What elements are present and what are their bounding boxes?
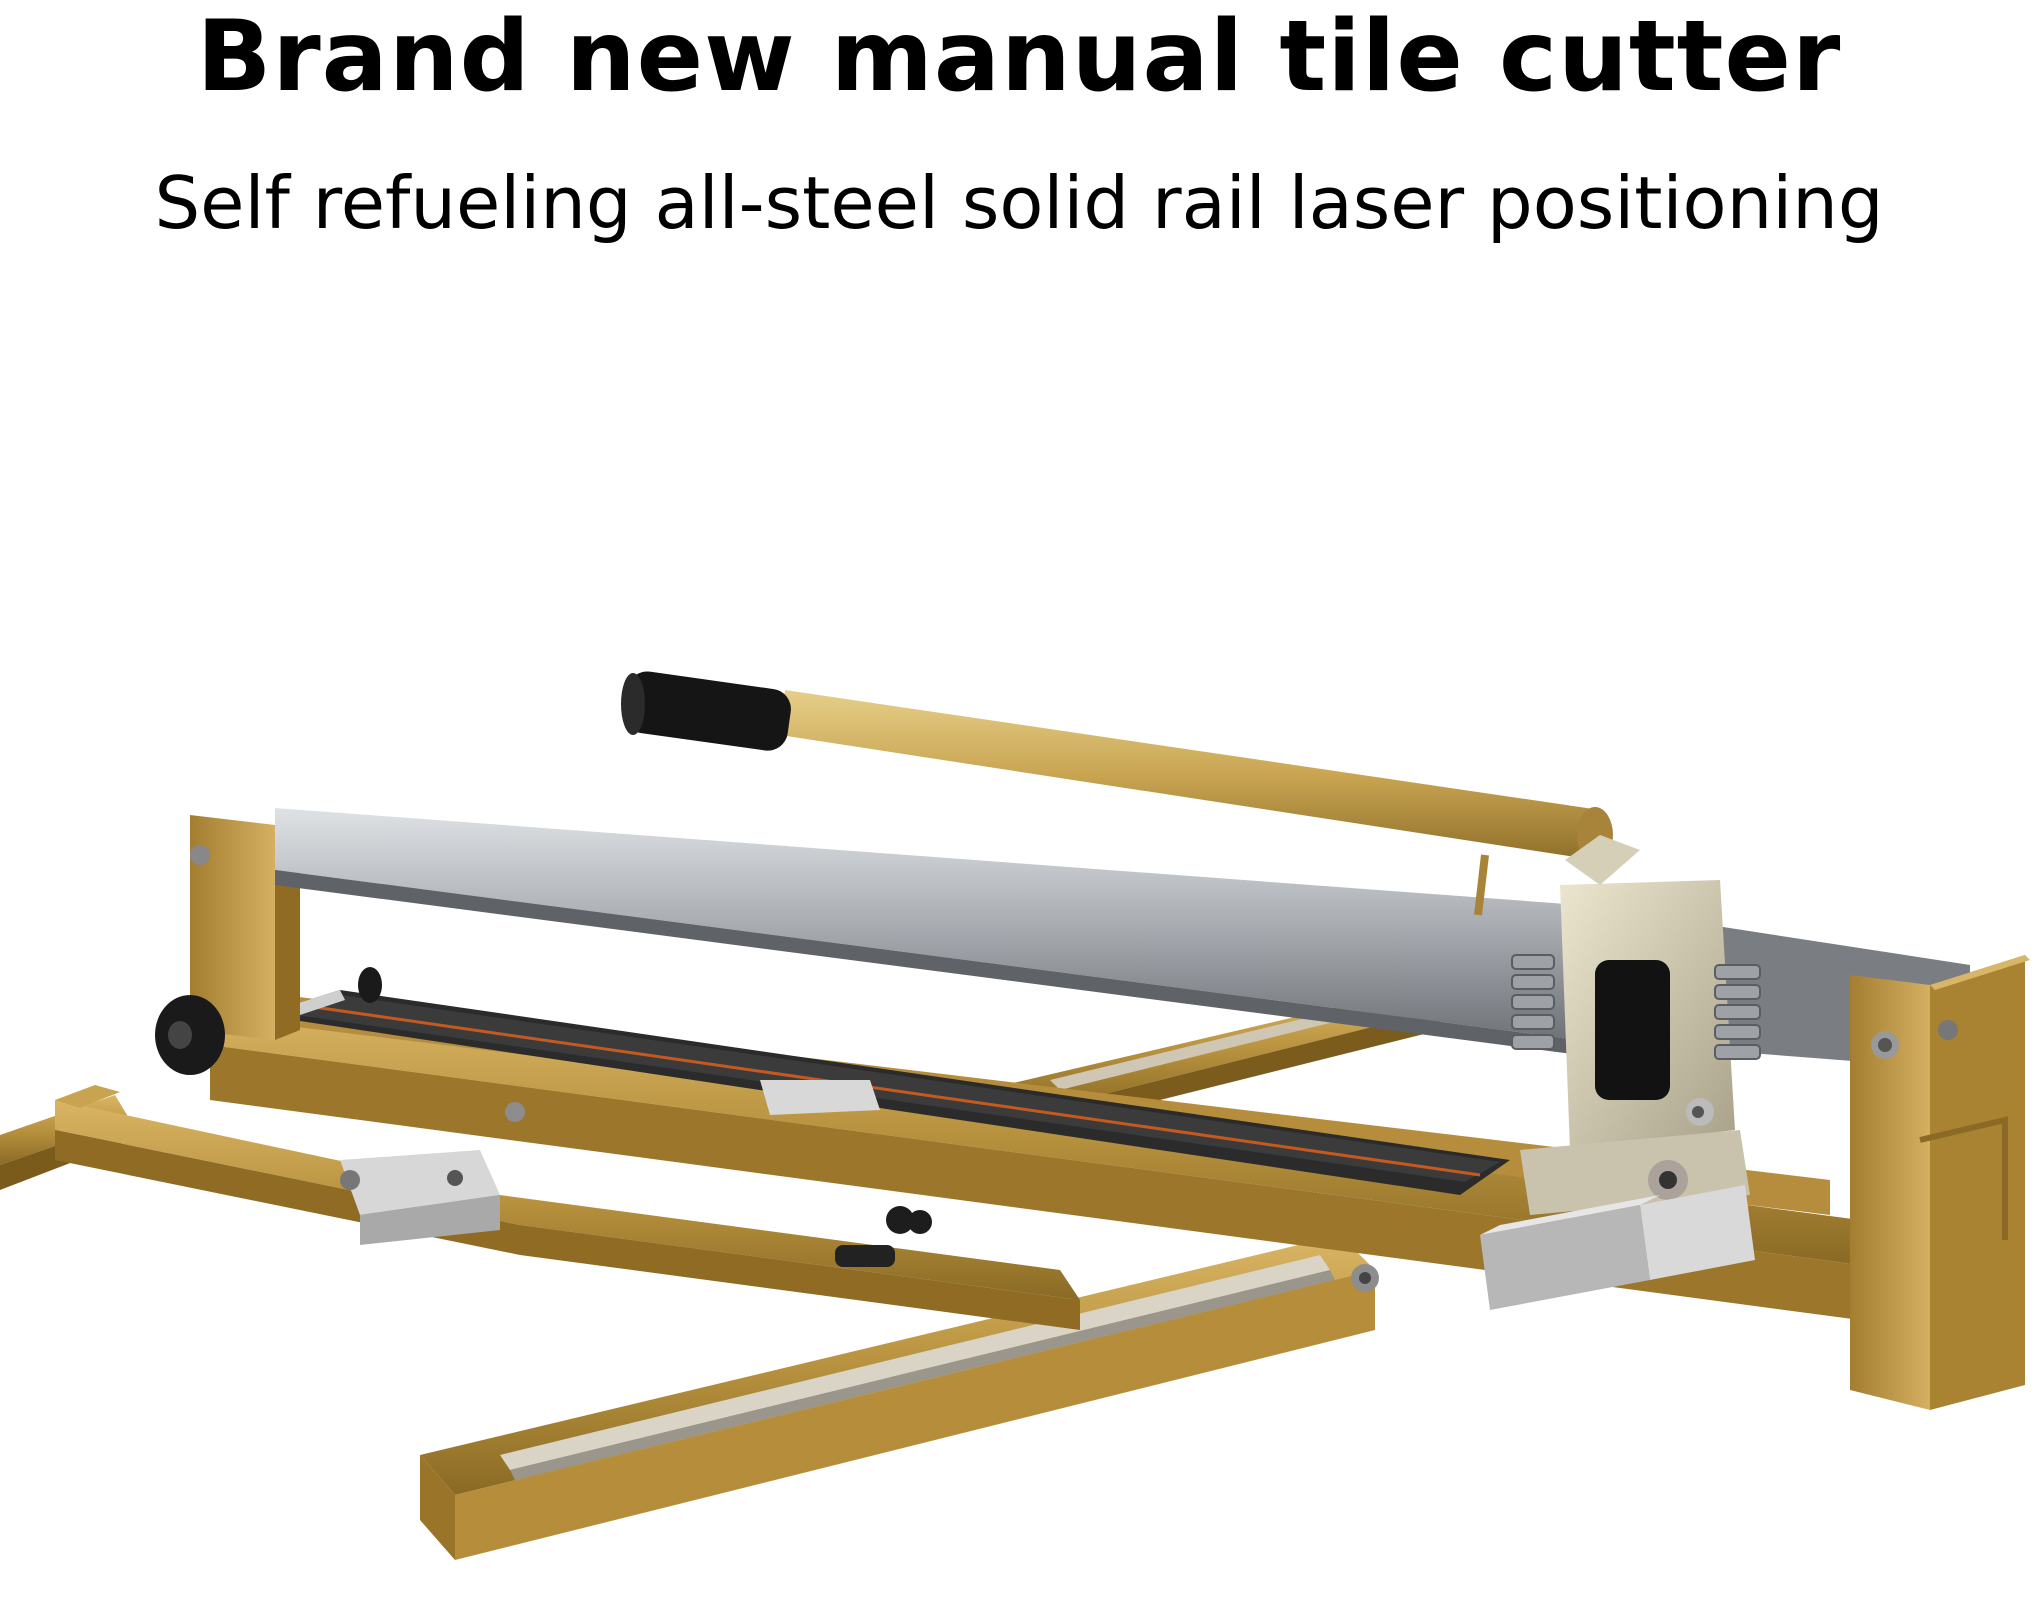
clamp-knob <box>835 1206 932 1267</box>
left-wheel <box>155 967 382 1075</box>
front-arm <box>420 1235 1375 1560</box>
right-upright <box>1850 955 2030 1410</box>
cutting-bed <box>260 990 1510 1195</box>
product-subtitle: Self refueling all-steel solid rail lase… <box>154 161 1884 245</box>
product-title: Brand new manual tile cutter <box>196 0 1842 114</box>
spring-rollers <box>1511 954 1761 1060</box>
cutting-head <box>1520 835 1750 1215</box>
left-extension-bar <box>55 1085 1080 1330</box>
breaker-block <box>1480 1185 1755 1310</box>
angle-guide <box>340 1150 500 1245</box>
